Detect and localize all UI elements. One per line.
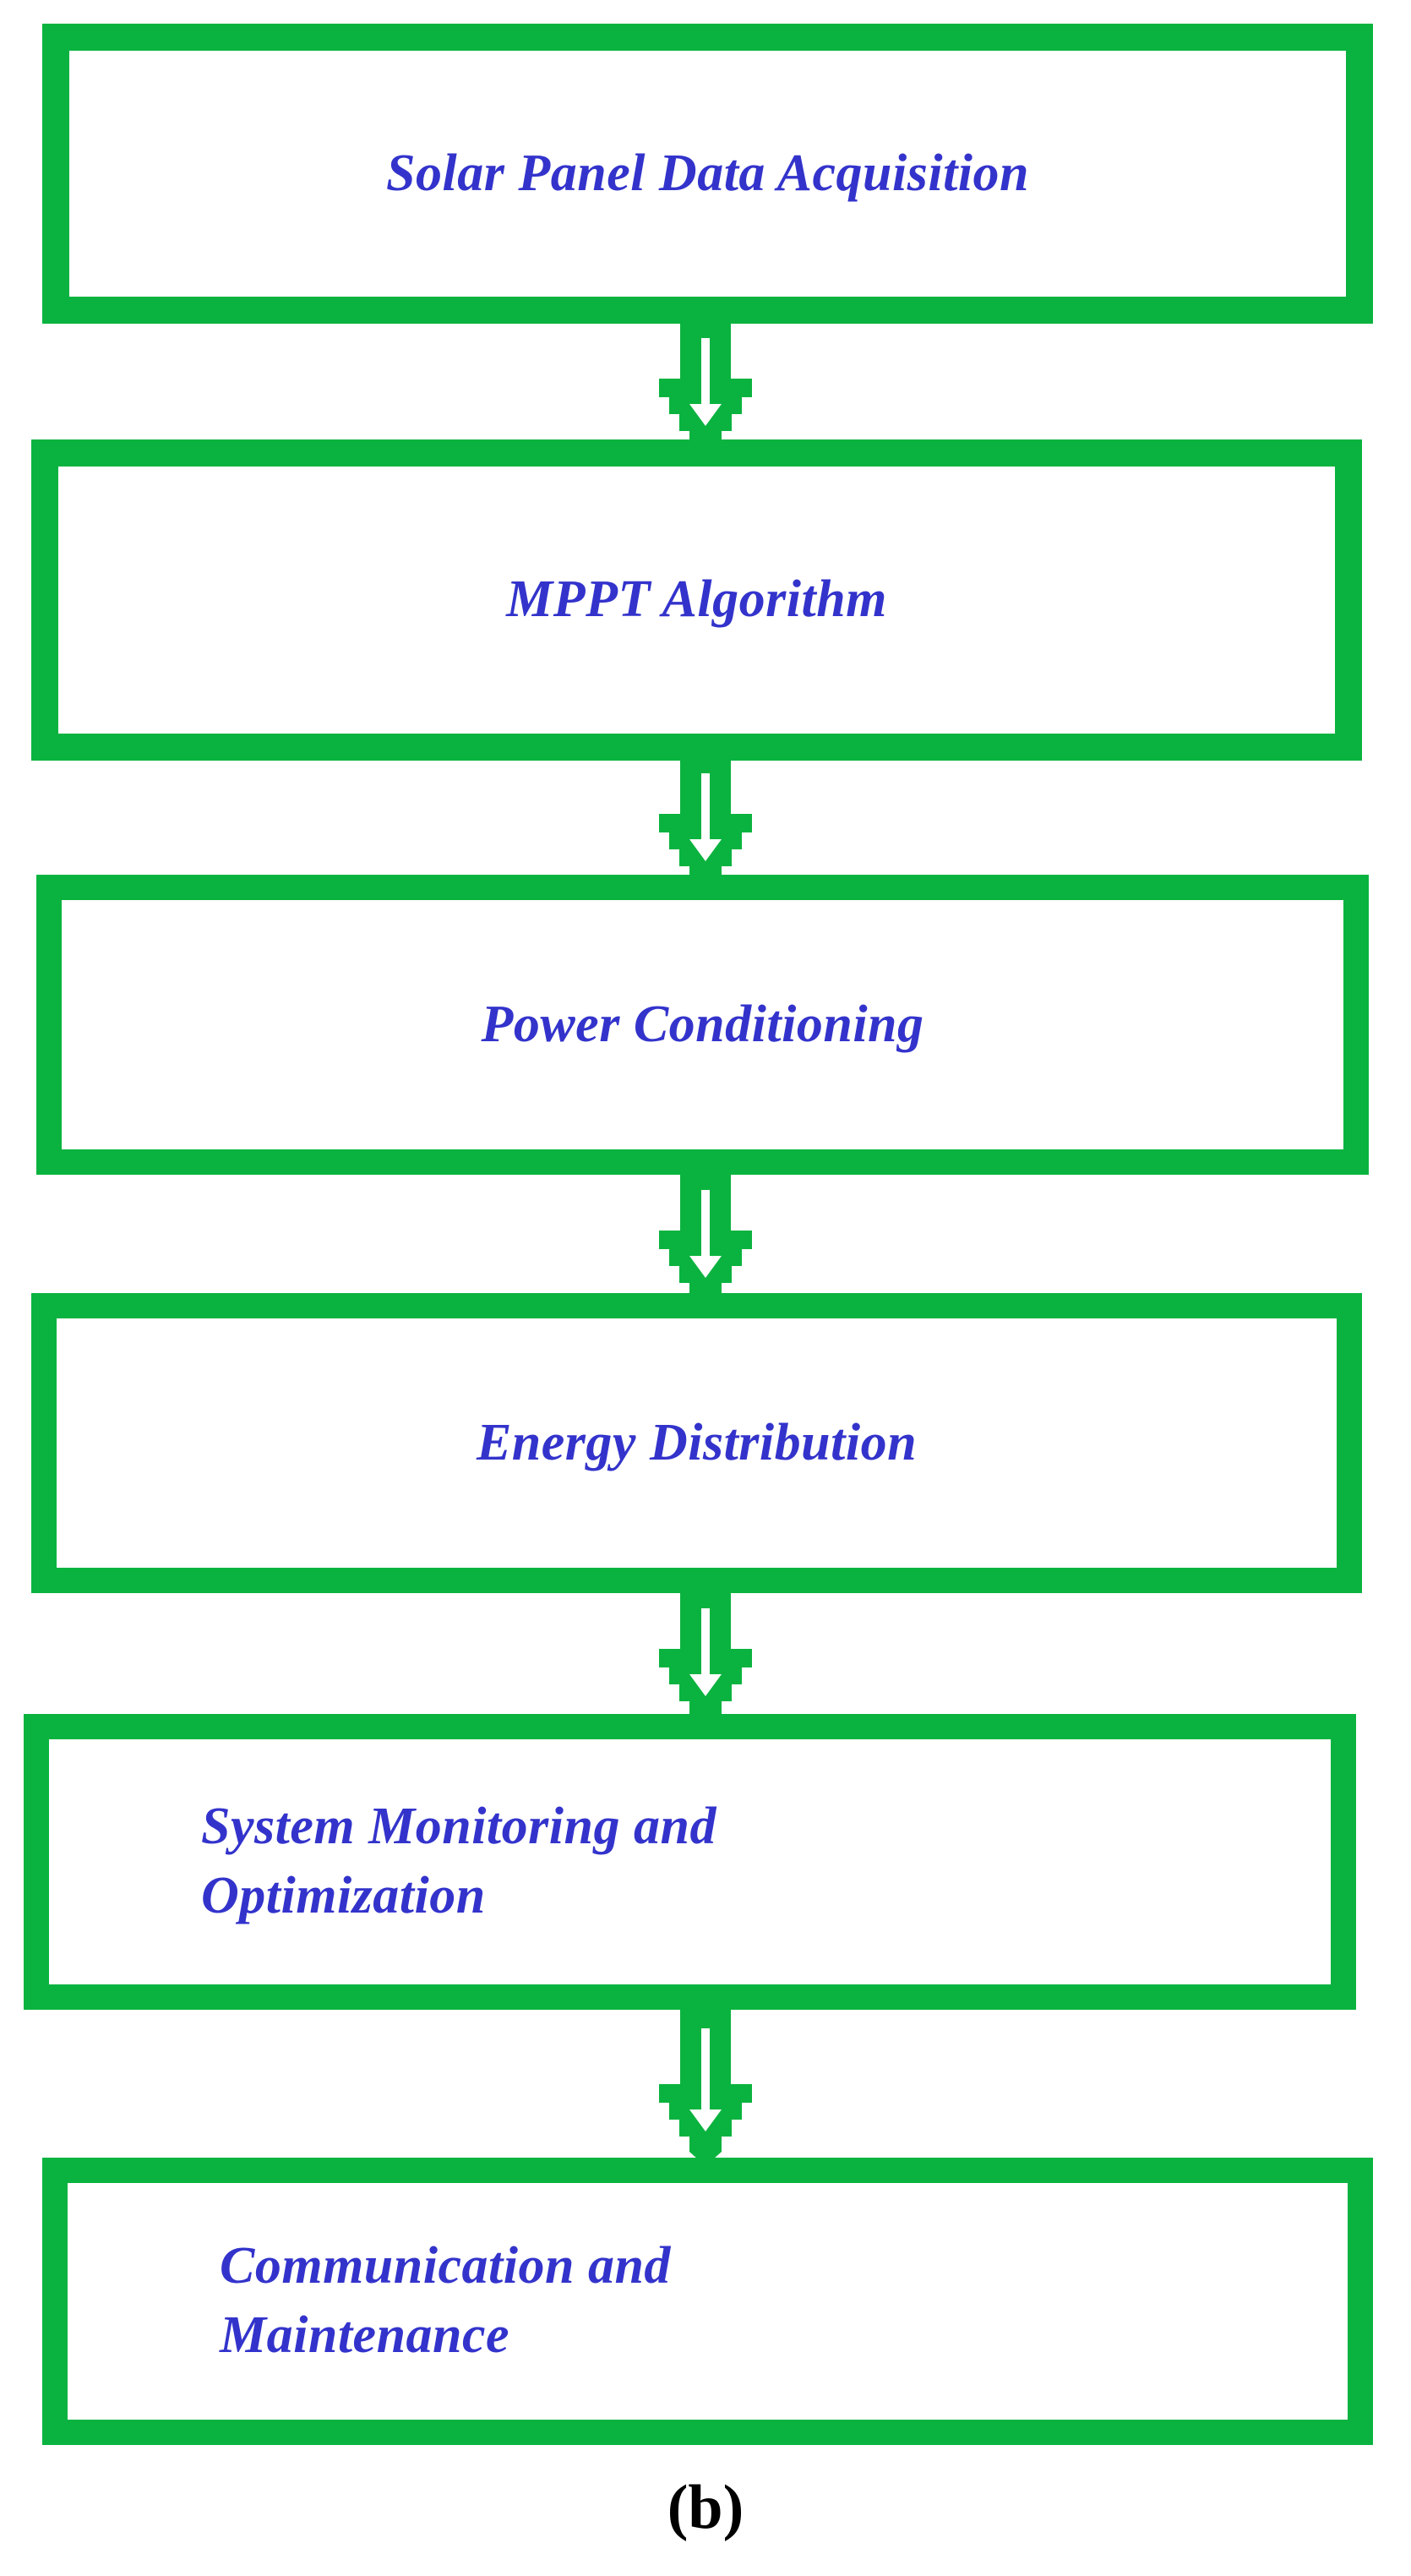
flow-arrow-3 xyxy=(625,1165,786,1313)
flow-node-mppt-algorithm[interactable]: MPPT Algorithm xyxy=(31,439,1362,761)
flow-arrow-4 xyxy=(625,1583,786,1731)
flow-node-energy-distribution[interactable]: Energy Distribution xyxy=(31,1293,1362,1593)
flow-node-solar-panel-data-acquisition[interactable]: Solar Panel Data Acquisition xyxy=(42,24,1373,324)
flow-node-label: Power Conditioning xyxy=(481,995,924,1053)
flow-node-label: Energy Distribution xyxy=(476,1413,918,1471)
flow-node-label: System Monitoring and Optimization xyxy=(201,1798,716,1924)
flow-arrow-5 xyxy=(625,2001,786,2166)
flow-node-label: MPPT Algorithm xyxy=(506,570,887,629)
flow-node-system-monitoring-and-optimization[interactable]: System Monitoring and Optimization xyxy=(24,1714,1356,2010)
flow-node-label: Communication and Maintenance xyxy=(220,2237,671,2364)
figure-caption: (b) xyxy=(667,2473,744,2542)
flow-arrow-2 xyxy=(625,748,786,896)
flow-node-label: Solar Panel Data Acquisition xyxy=(386,144,1029,202)
flow-arrow-1 xyxy=(625,313,786,461)
flow-node-power-conditioning[interactable]: Power Conditioning xyxy=(36,875,1369,1175)
flow-node-communication-and-maintenance[interactable]: Communication and Maintenance xyxy=(42,2158,1373,2445)
